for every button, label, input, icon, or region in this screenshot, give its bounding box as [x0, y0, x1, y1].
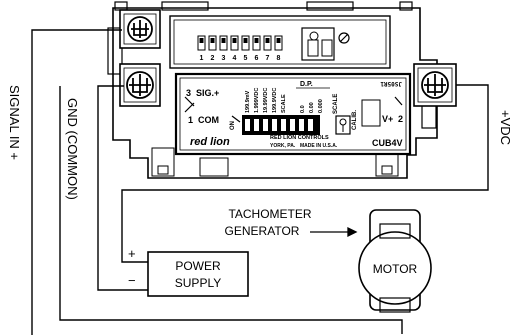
dip-switch-number: 8: [277, 55, 281, 62]
range-switch-slot: [263, 119, 268, 131]
front-label-panel: [174, 72, 412, 156]
motor-label: MOTOR: [373, 262, 418, 276]
dip-switch-knob-7: [265, 38, 270, 43]
range-switch-slot: [308, 119, 313, 131]
dip-switch-number: 7: [266, 55, 270, 62]
terminal-1-number: 1: [188, 115, 193, 125]
dp-label: 0.0: [300, 105, 306, 113]
vdc-label: +VDC: [498, 110, 513, 145]
brand-logo: red lion: [190, 136, 230, 148]
power-supply-line1: POWER: [175, 259, 221, 273]
dip-switch-number: 1: [200, 55, 204, 62]
power-supply: POWER SUPPLY: [147, 251, 249, 297]
range-label: 199.9mV: [245, 90, 251, 113]
power-supply-line2: SUPPLY: [175, 276, 221, 290]
range-switch-slot: [272, 119, 277, 131]
range-label: 199.9VDC: [272, 88, 278, 113]
minus-sign: −: [128, 273, 136, 288]
dip-switch-knob-2: [210, 38, 215, 43]
com-label: COM: [198, 115, 219, 125]
dip-window: [169, 15, 391, 69]
dip-switch-number: 6: [255, 55, 259, 62]
dp-label: 0.00: [309, 102, 315, 113]
signal-in-label: SIGNAL IN +: [7, 85, 22, 160]
dip-switch-knob-5: [243, 38, 248, 43]
dip-switch-knob-1: [199, 38, 204, 43]
terminal-2-number: 2: [398, 114, 403, 124]
gnd-common-label: GND (COMMON): [65, 98, 80, 200]
terminal-right: [413, 63, 457, 107]
part-code: JS05R1: [380, 80, 402, 87]
range-switch-slot: [290, 119, 295, 131]
plus-sign: +: [128, 246, 136, 261]
dip-switch-knob-6: [254, 38, 259, 43]
made-in-label: MADE IN U.S.A.: [300, 143, 338, 149]
model-label: CUB4V: [372, 138, 403, 148]
dip-switch-number: 3: [222, 55, 226, 62]
terminal-top-left: [119, 9, 161, 49]
dip-switch-knob-3: [221, 38, 226, 43]
range-label: 1.999VDC: [254, 88, 260, 113]
dip-switch-number: 2: [211, 55, 215, 62]
range-switch-slot: [281, 119, 286, 131]
vdc-wire: [121, 84, 489, 263]
dp-label: 0.000: [318, 99, 324, 113]
range-switch-slot: [299, 119, 304, 131]
motor-symbol: [358, 209, 432, 313]
company-name: RED LION CONTROLS: [270, 135, 329, 141]
terminal-3-number: 3: [186, 88, 191, 98]
wires: [31, 29, 489, 335]
company-address: YORK, PA.: [270, 143, 296, 149]
scale-label: SCALE: [333, 94, 339, 114]
range-label: SCALE: [281, 94, 287, 113]
dip-switch-number: 5: [244, 55, 248, 62]
signal-wire: [31, 29, 122, 335]
range-switch-slot: [254, 119, 259, 131]
dip-switch-knob-8: [276, 38, 281, 43]
on-label: ON: [230, 121, 236, 130]
terminal-mid-left: [119, 63, 161, 107]
v-plus-label: V+: [382, 114, 393, 124]
dip-switch-number: 4: [233, 55, 237, 62]
dp-title: D.P.: [300, 81, 313, 88]
range-switch-slot: [245, 119, 250, 131]
range-label: 19.99VDC: [263, 88, 269, 113]
sig-plus-label: SIG.+: [196, 88, 219, 98]
dip-switch-knob-4: [232, 38, 237, 43]
tach-arrow: [310, 226, 358, 238]
generator-label: GENERATOR: [225, 224, 300, 238]
common-return-wire: [59, 86, 403, 334]
calib-label: CALIB.: [352, 110, 358, 130]
gnd-wire: [97, 85, 148, 291]
tachometer-label: TACHOMETER: [228, 207, 311, 221]
